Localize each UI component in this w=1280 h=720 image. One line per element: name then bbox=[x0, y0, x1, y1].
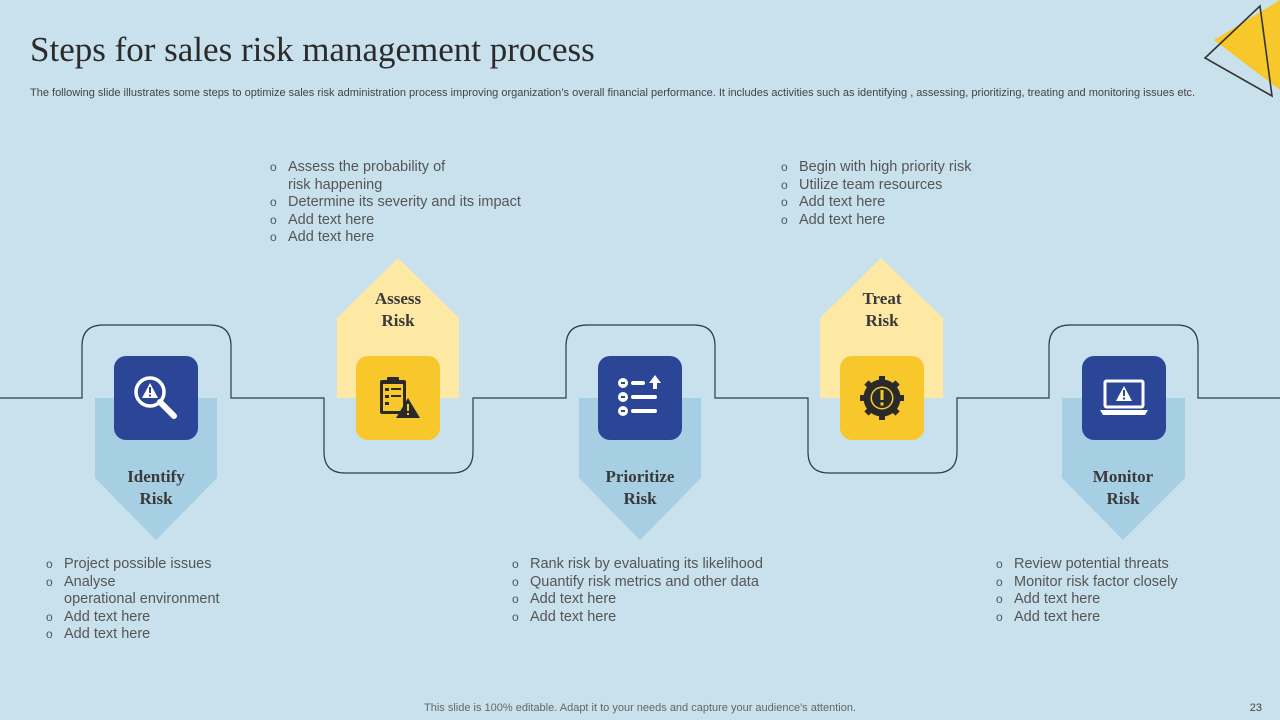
identify-icon-tile bbox=[114, 356, 198, 440]
priority-list-icon bbox=[618, 375, 661, 416]
list-item: Review potential threats bbox=[996, 556, 1178, 574]
monitor-warning-icon bbox=[1100, 379, 1148, 415]
list-item: Rank risk by evaluating its likelihood bbox=[512, 556, 763, 574]
slide-footer: This slide is 100% editable. Adapt it to… bbox=[424, 702, 856, 714]
step-label-line: Risk bbox=[623, 489, 657, 508]
step-label-line: Prioritize bbox=[605, 467, 675, 486]
list-item: Add text here bbox=[270, 212, 521, 230]
gear-warning-icon bbox=[860, 376, 904, 420]
step-label-line: Risk bbox=[865, 311, 899, 330]
step-label-identify: Identify Risk bbox=[96, 466, 216, 510]
list-item: Quantify risk metrics and other data bbox=[512, 574, 763, 592]
step-label-treat: Treat Risk bbox=[822, 288, 942, 332]
treat-icon-tile bbox=[840, 356, 924, 440]
list-item: Add text here bbox=[996, 591, 1178, 609]
slide-subtitle: The following slide illustrates some ste… bbox=[30, 87, 1196, 99]
step-label-line: Risk bbox=[381, 311, 415, 330]
list-item: Add text here bbox=[512, 591, 763, 609]
treat-bullets: Begin with high priority risk Utilize te… bbox=[781, 159, 971, 229]
prioritize-icon-tile bbox=[598, 356, 682, 440]
identify-bullets: Project possible issues Analyseoperation… bbox=[46, 556, 220, 644]
list-item: Add text here bbox=[781, 194, 971, 212]
list-item: Add text here bbox=[512, 609, 763, 627]
step-label-line: Risk bbox=[1106, 489, 1140, 508]
list-item: Project possible issues bbox=[46, 556, 220, 574]
list-item: Add text here bbox=[46, 626, 220, 644]
list-item: Begin with high priority risk bbox=[781, 159, 971, 177]
step-label-line: Risk bbox=[139, 489, 173, 508]
list-item: Monitor risk factor closely bbox=[996, 574, 1178, 592]
flow-line bbox=[0, 324, 1280, 474]
step-label-monitor: Monitor Risk bbox=[1063, 466, 1183, 510]
page-number: 23 bbox=[1249, 702, 1262, 714]
list-item: Add text here bbox=[270, 229, 521, 247]
list-item: Utilize team resources bbox=[781, 177, 971, 195]
corner-triangle-decoration bbox=[1203, 0, 1280, 98]
clipboard-warning-icon bbox=[380, 377, 420, 418]
step-label-line: Monitor bbox=[1092, 467, 1154, 486]
search-warning-icon bbox=[134, 376, 177, 419]
list-item: Add text here bbox=[996, 609, 1178, 627]
step-label-prioritize: Prioritize Risk bbox=[580, 466, 700, 510]
list-item: Add text here bbox=[46, 609, 220, 627]
slide-title: Steps for sales risk management process bbox=[30, 30, 595, 69]
prioritize-bullets: Rank risk by evaluating its likelihood Q… bbox=[512, 556, 763, 626]
step-label-assess: Assess Risk bbox=[338, 288, 458, 332]
list-item: Add text here bbox=[781, 212, 971, 230]
step-label-line: Assess bbox=[374, 289, 422, 308]
step-label-line: Treat bbox=[862, 289, 902, 308]
list-item: Determine its severity and its impact bbox=[270, 194, 521, 212]
monitor-bullets: Review potential threats Monitor risk fa… bbox=[996, 556, 1178, 626]
step-label-line: Identify bbox=[127, 467, 185, 486]
assess-icon-tile bbox=[356, 356, 440, 440]
monitor-icon-tile bbox=[1082, 356, 1166, 440]
